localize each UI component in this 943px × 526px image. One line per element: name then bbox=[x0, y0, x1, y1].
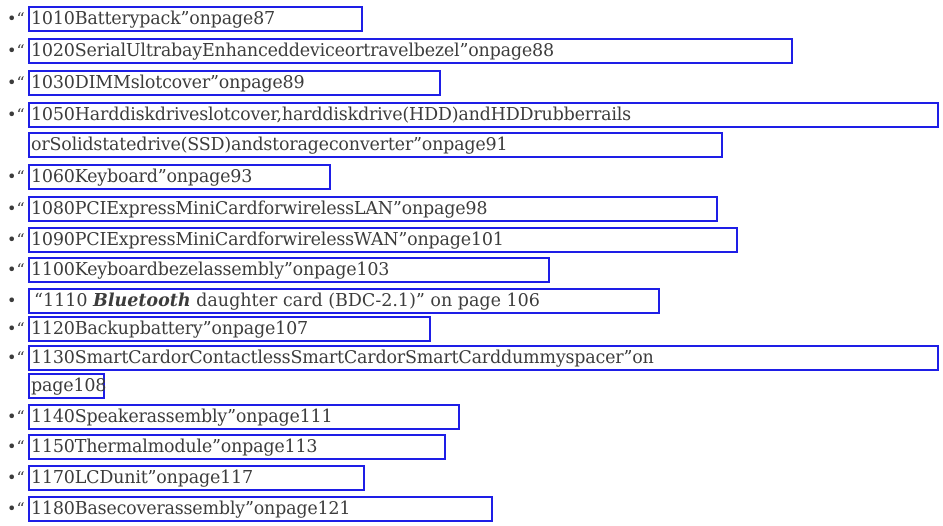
link-text[interactable]: 1120Backupbattery”onpage107 bbox=[31, 319, 308, 339]
bullet: •“ bbox=[7, 468, 25, 487]
list-item[interactable]: •“ 1100Keyboardbezelassembly”onpage103 bbox=[0, 257, 943, 283]
list-item[interactable]: •“ 1030DIMMslotcover”onpage89 bbox=[0, 70, 943, 96]
bullet: •“ bbox=[7, 105, 25, 124]
bullet: •“ bbox=[7, 260, 25, 279]
link-box[interactable] bbox=[28, 434, 446, 460]
list-item[interactable]: •“ 1060Keyboard”onpage93 bbox=[0, 164, 943, 190]
link-text[interactable]: 1090PCIExpressMiniCardforwirelessWAN”onp… bbox=[31, 230, 504, 250]
link-text[interactable]: orSolidstatedrive(SSD)andstorageconverte… bbox=[31, 135, 508, 155]
bullet: •“ bbox=[7, 41, 25, 60]
link-box[interactable] bbox=[28, 132, 723, 158]
link-box[interactable] bbox=[28, 6, 363, 32]
bullet: •“ bbox=[7, 319, 25, 338]
link-text[interactable]: 1150Thermalmodule”onpage113 bbox=[31, 437, 318, 457]
link-box[interactable] bbox=[28, 227, 738, 253]
bullet: •“ bbox=[7, 167, 25, 186]
link-text[interactable]: 1140Speakerassembly”onpage111 bbox=[31, 407, 333, 427]
link-text[interactable]: 1100Keyboardbezelassembly”onpage103 bbox=[31, 260, 390, 280]
list-item[interactable]: •“ 1140Speakerassembly”onpage111 bbox=[0, 404, 943, 430]
link-text[interactable]: 1050Harddiskdriveslotcover,harddiskdrive… bbox=[31, 105, 631, 125]
link-text[interactable]: “1110 Bluetooth daughter card (BDC-2.1)”… bbox=[34, 291, 540, 311]
bullet: •“ bbox=[7, 348, 25, 367]
link-box[interactable] bbox=[28, 102, 939, 128]
link-text[interactable]: 1180Basecoverassembly”onpage121 bbox=[31, 499, 351, 519]
link-box[interactable] bbox=[28, 345, 939, 371]
list-item[interactable]: •“ 1130SmartCardorContactlessSmartCardor… bbox=[0, 345, 943, 371]
link-text[interactable]: 1030DIMMslotcover”onpage89 bbox=[31, 73, 305, 93]
link-text[interactable]: 1010Batterypack”onpage87 bbox=[31, 9, 275, 29]
link-text[interactable]: 1080PCIExpressMiniCardforwirelessLAN”onp… bbox=[31, 199, 488, 219]
link-text-pre: “1110 bbox=[34, 291, 94, 311]
bullet: •“ bbox=[7, 230, 25, 249]
link-box[interactable] bbox=[28, 257, 550, 283]
bullet: •“ bbox=[7, 437, 25, 456]
list-item[interactable]: •“ 1020SerialUltrabayEnhanceddeviceortra… bbox=[0, 38, 943, 64]
link-box[interactable] bbox=[28, 164, 331, 190]
bullet: • bbox=[7, 291, 17, 310]
list-item[interactable]: •“ 1180Basecoverassembly”onpage121 bbox=[0, 496, 943, 522]
bullet: •“ bbox=[7, 407, 25, 426]
list-item[interactable]: •“ 1120Backupbattery”onpage107 bbox=[0, 316, 943, 342]
link-box[interactable] bbox=[28, 316, 431, 342]
bullet: •“ bbox=[7, 199, 25, 218]
list-item[interactable]: •“ 1050Harddiskdriveslotcover,harddiskdr… bbox=[0, 102, 943, 128]
bullet: •“ bbox=[7, 9, 25, 28]
list-item[interactable]: •“ 1080PCIExpressMiniCardforwirelessLAN”… bbox=[0, 196, 943, 222]
link-box[interactable] bbox=[28, 404, 460, 430]
list-item[interactable]: •“ 1150Thermalmodule”onpage113 bbox=[0, 434, 943, 460]
link-box[interactable] bbox=[28, 373, 105, 399]
link-box[interactable] bbox=[28, 196, 718, 222]
link-box[interactable] bbox=[28, 38, 793, 64]
link-box[interactable] bbox=[28, 288, 660, 314]
link-box[interactable] bbox=[28, 70, 441, 96]
link-box[interactable] bbox=[28, 496, 493, 522]
link-text[interactable]: 1020SerialUltrabayEnhanceddeviceortravel… bbox=[31, 41, 554, 61]
list-item[interactable]: •“ 1170LCDunit”onpage117 bbox=[0, 465, 943, 491]
link-text[interactable]: 1130SmartCardorContactlessSmartCardorSma… bbox=[31, 348, 654, 368]
bullet: •“ bbox=[7, 499, 25, 518]
list-item-continuation[interactable]: page108 bbox=[0, 373, 943, 399]
link-box[interactable] bbox=[28, 465, 365, 491]
list-item[interactable]: • “1110 Bluetooth daughter card (BDC-2.1… bbox=[0, 288, 943, 314]
list-item[interactable]: •“ 1010Batterypack”onpage87 bbox=[0, 6, 943, 32]
link-text[interactable]: 1060Keyboard”onpage93 bbox=[31, 167, 253, 187]
link-text-emphasis: Bluetooth bbox=[93, 291, 191, 311]
link-text[interactable]: page108 bbox=[31, 376, 107, 396]
link-text[interactable]: 1170LCDunit”onpage117 bbox=[31, 468, 253, 488]
list-item-continuation[interactable]: orSolidstatedrive(SSD)andstorageconverte… bbox=[0, 132, 943, 158]
list-item[interactable]: •“ 1090PCIExpressMiniCardforwirelessWAN”… bbox=[0, 227, 943, 253]
bullet: •“ bbox=[7, 73, 25, 92]
link-text-post: daughter card (BDC-2.1)” on page 106 bbox=[190, 291, 540, 311]
